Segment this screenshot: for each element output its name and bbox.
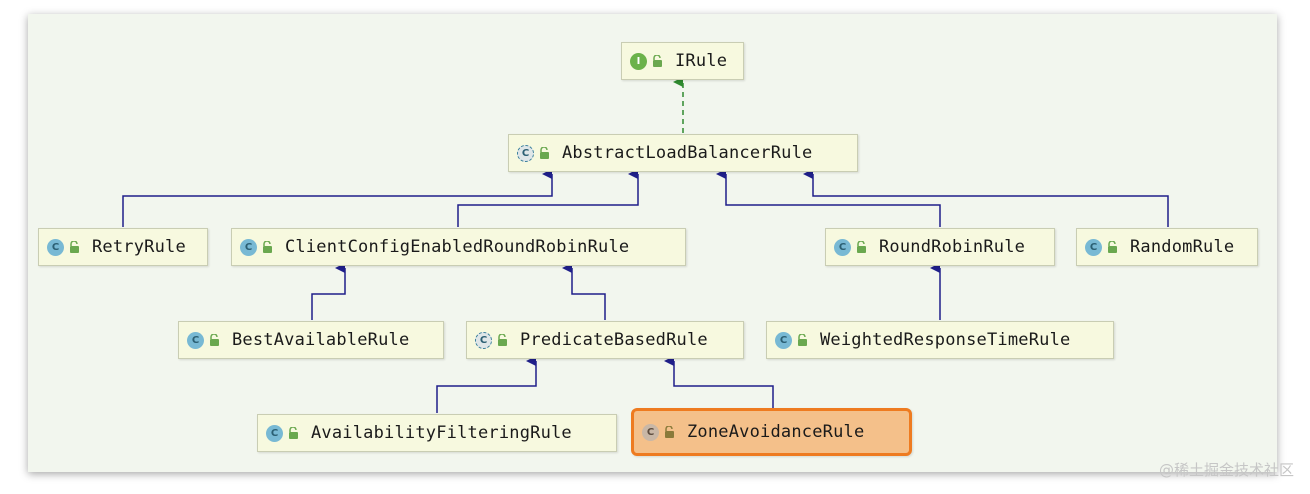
class-node-weightedresponsetimerule[interactable]: C WeightedResponseTimeRule [766,321,1114,359]
class-node-availabilityfilteringrule[interactable]: C AvailabilityFilteringRule [257,414,617,452]
lock-open-icon [652,55,663,67]
class-name: AbstractLoadBalancerRule [562,143,813,163]
class-node-predicatebasedrule[interactable]: C PredicateBasedRule [466,321,744,359]
abstract-class-icon: C [475,331,492,349]
class-icon: C [240,238,257,256]
class-node-abstractloadbalancerrule[interactable]: C AbstractLoadBalancerRule [508,134,858,172]
class-icon: C [187,331,204,349]
lock-open-icon [856,241,867,253]
abstract-class-icon: C [517,144,534,162]
lock-open-icon [664,426,675,438]
class-node-roundrobinrule[interactable]: C RoundRobinRule [825,228,1055,266]
class-name: ZoneAvoidanceRule [687,422,865,442]
class-node-irule[interactable]: I IRule [621,42,744,80]
class-icon: C [834,238,851,256]
class-node-randomrule[interactable]: C RandomRule [1076,228,1258,266]
class-icon: C [47,238,64,256]
lock-open-icon [262,241,273,253]
class-name: ClientConfigEnabledRoundRobinRule [285,237,630,257]
class-name: BestAvailableRule [232,330,410,350]
class-node-bestavailablerule[interactable]: C BestAvailableRule [178,321,444,359]
class-icon: C [266,424,283,442]
lock-open-icon [539,147,550,159]
lock-open-icon [1107,241,1118,253]
lock-open-icon [497,334,508,346]
class-node-retryrule[interactable]: C RetryRule [38,228,208,266]
watermark: @稀土掘金技术社区 [1158,461,1294,479]
class-name: RetryRule [92,237,186,257]
class-name: RandomRule [1130,237,1235,257]
lock-open-icon [797,334,808,346]
class-name: RoundRobinRule [879,237,1026,257]
class-icon: C [775,331,792,349]
lock-open-icon [209,334,220,346]
class-name: WeightedResponseTimeRule [820,330,1071,350]
interface-icon: I [630,52,647,70]
lock-open-icon [69,241,80,253]
class-name: IRule [675,51,728,71]
class-icon: C [642,423,659,441]
class-node-clientconfigenabledroundrobinrule[interactable]: C ClientConfigEnabledRoundRobinRule [231,228,686,266]
class-name: AvailabilityFilteringRule [311,423,572,443]
class-name: PredicateBasedRule [520,330,708,350]
lock-open-icon [288,427,299,439]
class-node-zoneavoidancerule[interactable]: C ZoneAvoidanceRule [631,408,912,456]
class-icon: C [1085,238,1102,256]
